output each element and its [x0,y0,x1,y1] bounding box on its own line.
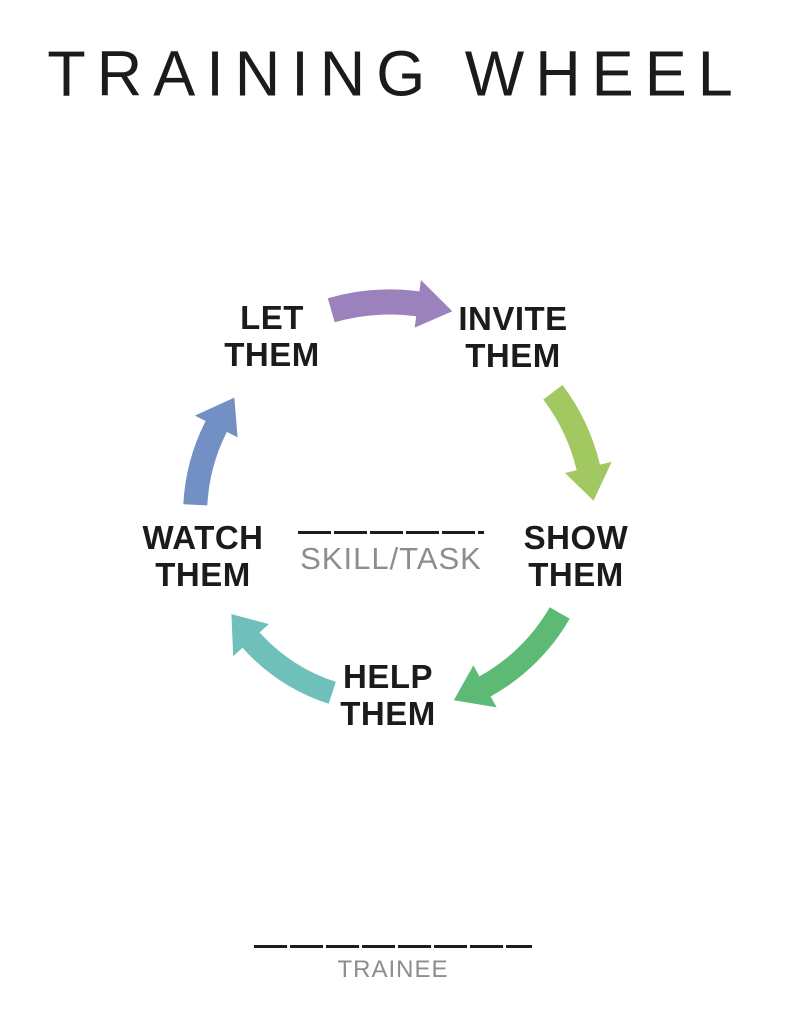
trainee-blank-line [254,945,532,948]
trainee-fill-in: TRAINEE [254,945,532,984]
curved-arrow-icon-show-to-help [453,607,570,708]
curved-arrow-icon-let-to-invite [327,280,453,328]
curved-arrow-icon-invite-to-show [543,385,612,501]
step-show-them: SHOW THEM [523,519,629,593]
curved-arrow-icon-watch-to-let [183,397,238,506]
page-title: TRAINING WHEEL [47,38,744,110]
skill-task-fill-in: SKILL/TASK [298,531,484,577]
step-help-them: HELP THEM [340,658,436,732]
step-let-them: LET THEM [224,299,320,373]
curved-arrow-icon-help-to-watch [231,614,336,704]
skill-task-label: SKILL/TASK [300,541,482,576]
skill-task-blank-line [298,531,484,534]
step-invite-them: INVITE THEM [458,300,568,374]
trainee-label: TRAINEE [337,956,449,983]
step-watch-them: WATCH THEM [142,519,264,593]
